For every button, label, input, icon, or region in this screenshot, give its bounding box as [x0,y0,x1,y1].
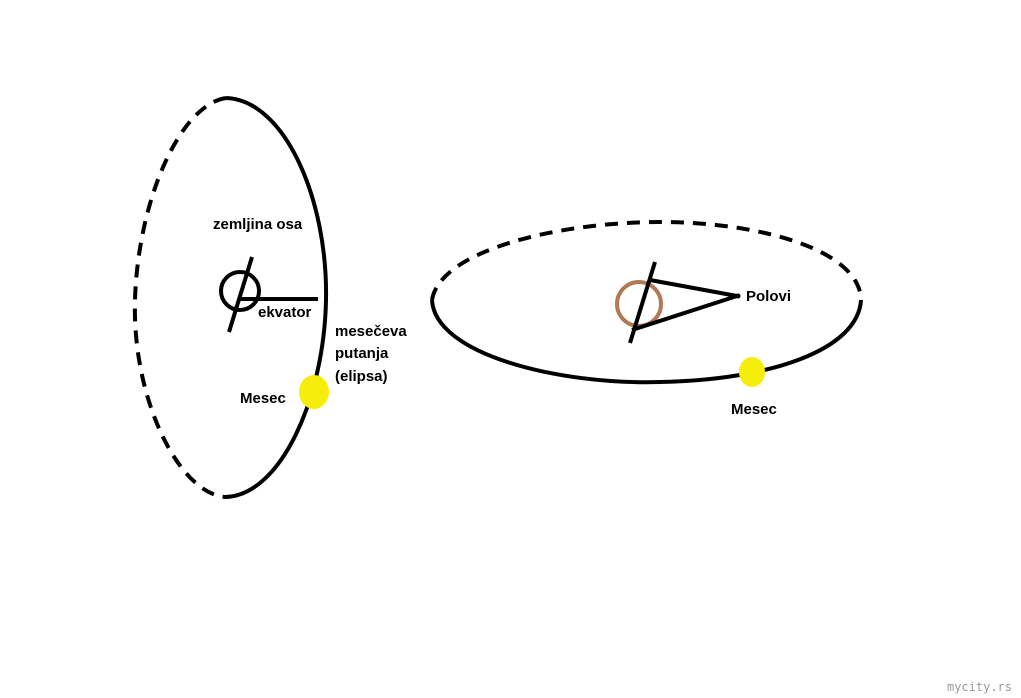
label-poles: Polovi [746,288,791,305]
right-orbit-back-dashed [430,219,863,301]
label-earth-axis: zemljina osa [213,216,303,233]
left-orbit-back-dashed [132,96,227,499]
left-orbit-front-solid [225,96,329,499]
right-pole-pointer-lower [631,294,738,332]
label-moon-right: Mesec [731,401,777,418]
left-view: zemljina osa ekvator mesečeva putanja (e… [132,96,407,499]
right-view: Polovi Mesec [430,219,863,418]
label-orbit-line2: putanja [335,345,389,362]
label-orbit-line1: mesečeva [335,323,407,340]
right-orbit-front-solid [430,299,863,385]
left-moon [299,375,329,409]
right-moon [739,357,765,387]
watermark: mycity.rs [947,680,1012,694]
left-earth [219,270,261,312]
label-equator: ekvator [258,304,312,321]
label-orbit-line3: (elipsa) [335,368,388,385]
left-earth-axis-line [227,256,254,333]
label-moon-left: Mesec [240,390,286,407]
right-pole-pointer-upper [649,278,738,298]
right-pole-pointer-tip [735,293,741,299]
